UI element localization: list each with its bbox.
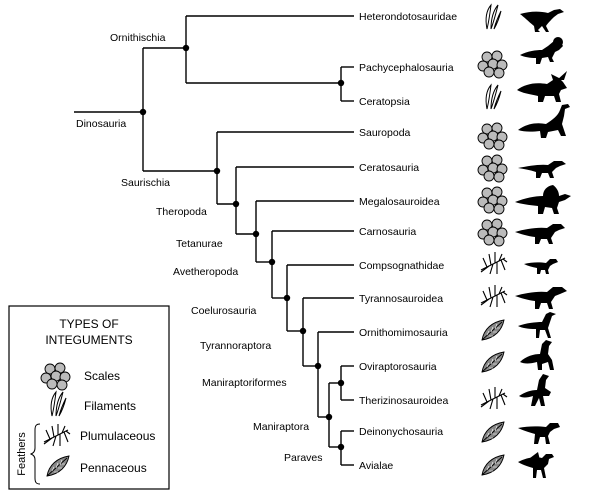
legend-feathers-label: Feathers xyxy=(16,432,28,476)
node-maniraptora xyxy=(325,413,333,421)
taxon-label: Ornithomimosauria xyxy=(359,327,448,339)
integument-column xyxy=(477,4,508,476)
taxon-label: Carnosauria xyxy=(359,226,416,238)
clade-label-saurischia: Saurischia xyxy=(121,177,170,189)
ceratopsian-silhouette xyxy=(517,71,567,102)
clade-label-paraves: Paraves xyxy=(284,452,323,464)
scales-icon xyxy=(477,50,508,79)
carnosaur-silhouette xyxy=(515,224,565,244)
dromaeosaur-silhouette xyxy=(518,423,560,444)
scales-icon xyxy=(477,218,508,247)
node-maniraptoriformes xyxy=(314,362,322,370)
pachycephalosaur-silhouette xyxy=(520,37,563,64)
node-tetanurae xyxy=(252,230,260,238)
node-marginocephalia xyxy=(337,79,345,87)
scales-icon xyxy=(477,186,508,215)
taxon-label: Deinonychosauria xyxy=(359,426,443,438)
pennaceous-icon xyxy=(481,351,505,373)
legend-title-line2: INTEGUMENTS xyxy=(45,333,132,347)
bird-silhouette xyxy=(518,452,554,478)
oviraptorosaur-silhouette xyxy=(520,340,554,370)
taxon-label: Heterondotosauridae xyxy=(359,11,457,23)
node-ornithischia xyxy=(182,44,190,52)
taxon-label: Sauropoda xyxy=(359,127,411,139)
taxon-label: Megalosauroidea xyxy=(359,196,440,208)
plumulaceous-icon xyxy=(480,386,508,410)
legend-filaments-label: Filaments xyxy=(84,399,136,413)
legend-scales-label: Scales xyxy=(84,369,120,383)
clade-label-maniraptora: Maniraptora xyxy=(253,421,309,433)
clade-label-maniraptoriformes: Maniraptoriformes xyxy=(202,377,287,389)
taxon-label: Ceratopsia xyxy=(359,96,410,108)
taxon-label: Tyrannosauroidea xyxy=(359,293,443,305)
legend-box xyxy=(8,305,170,490)
scales-icon xyxy=(477,122,508,151)
legend-pennaceous-label: Pennaceous xyxy=(80,461,147,475)
node-theropoda xyxy=(232,200,240,208)
taxon-label: Therizinosauroidea xyxy=(359,395,448,407)
plumulaceous-icon xyxy=(480,251,508,275)
ceratosaur-silhouette xyxy=(518,161,566,178)
taxon-label: Ceratosauria xyxy=(359,162,419,174)
filaments-icon xyxy=(485,4,502,30)
legend-title-line1: TYPES OF xyxy=(59,317,118,331)
tyrannosaur-silhouette xyxy=(515,287,567,309)
clade-labels: Dinosauria Ornithischia Saurischia Thero… xyxy=(76,32,323,464)
clade-label-dinosauria: Dinosauria xyxy=(76,118,126,130)
ornithomimid-silhouette xyxy=(518,312,556,338)
tree-branches xyxy=(74,15,354,466)
legend: TYPES OF INTEGUMENTS Scales Filaments Pl… xyxy=(8,305,170,490)
heterodontosaur-silhouette xyxy=(520,9,564,32)
feathers-bracket xyxy=(29,423,41,485)
taxon-label: Avialae xyxy=(359,460,393,472)
clade-label-coelurosauria: Coelurosauria xyxy=(191,305,257,317)
clade-label-avetheropoda: Avetheropoda xyxy=(173,266,238,278)
taxon-labels: Heterondotosauridae Pachycephalosauria C… xyxy=(359,11,457,472)
scales-icon xyxy=(477,154,508,183)
silhouette-column xyxy=(515,9,571,478)
filaments-icon xyxy=(485,84,502,110)
clade-label-tetanurae: Tetanurae xyxy=(176,238,223,250)
node-paraves xyxy=(337,443,345,451)
sauropod-silhouette xyxy=(518,104,570,138)
node-pennaraptora xyxy=(337,379,345,387)
pennaceous-icon xyxy=(481,421,505,443)
node-coelurosauria xyxy=(283,294,291,302)
spinosaur-silhouette xyxy=(515,185,571,214)
node-avetheropoda xyxy=(268,258,276,266)
legend-plumulaceous-label: Plumulaceous xyxy=(80,429,155,443)
taxon-label: Oviraptorosauria xyxy=(359,361,437,373)
therizinosaur-silhouette xyxy=(519,374,551,406)
taxon-label: Pachycephalosauria xyxy=(359,62,454,74)
clade-label-ornithischia: Ornithischia xyxy=(110,32,166,44)
compsognathid-silhouette xyxy=(524,259,558,274)
taxon-label: Compsognathidae xyxy=(359,260,444,272)
pennaceous-icon xyxy=(481,319,505,341)
plumulaceous-icon xyxy=(480,284,508,308)
pennaceous-icon xyxy=(481,454,505,476)
node-tyrannoraptora xyxy=(299,327,307,335)
node-saurischia xyxy=(213,167,221,175)
clade-label-tyrannoraptora: Tyrannoraptora xyxy=(200,340,271,352)
node-dinosauria xyxy=(139,108,147,116)
tree-nodes xyxy=(139,44,345,451)
clade-label-theropoda: Theropoda xyxy=(156,206,207,218)
